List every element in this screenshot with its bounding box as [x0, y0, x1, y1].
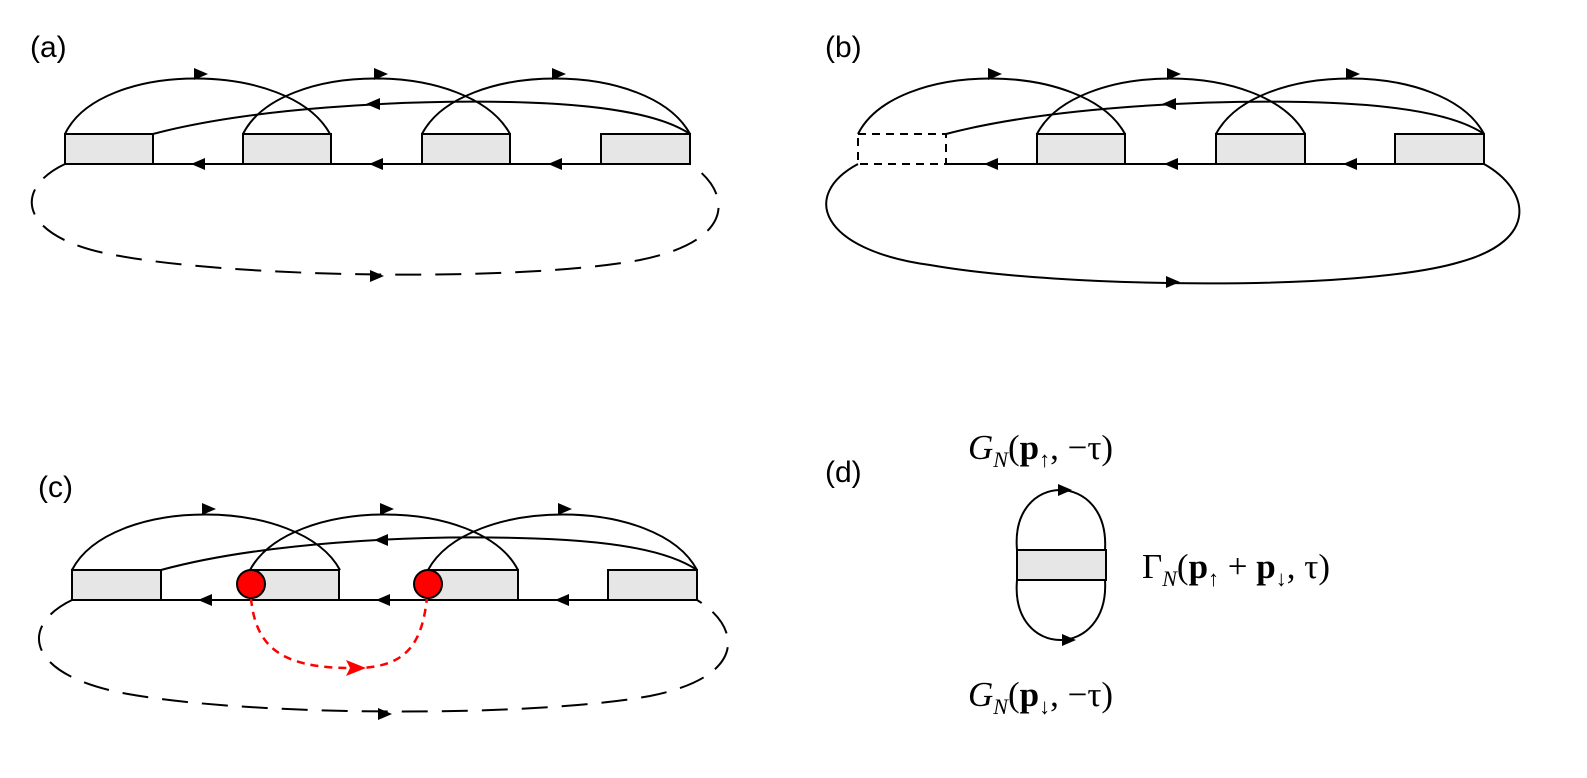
- panel-a-return-arc: [152, 100, 691, 135]
- panel-c-dashed-loop: [38, 599, 729, 713]
- vertex-momentum1: p: [1189, 547, 1208, 586]
- panel-b-arrow-left-2: [1164, 158, 1178, 170]
- panel-a-arrow-bottom: [370, 270, 384, 282]
- vertex-symbol: Γ: [1142, 547, 1162, 586]
- panel-d-top-propagator: GN(p↑, −τ): [968, 428, 1113, 472]
- panel-b: (b): [825, 31, 1521, 288]
- panel-d-label: (d): [825, 456, 862, 489]
- top-propagator-symbol: G: [968, 428, 993, 467]
- panel-c-arc-3: [427, 513, 698, 571]
- panel-c-box-3: [427, 569, 519, 601]
- bottom-propagator-momentum: p: [1020, 675, 1039, 714]
- panel-c-red-vertex-1: [236, 569, 266, 599]
- panel-c-box-1: [71, 569, 162, 601]
- panel-b-box-2: [1036, 133, 1126, 165]
- bottom-propagator-momentum-sub: ↓: [1039, 694, 1050, 719]
- panel-d-vertex-box: [1016, 549, 1107, 581]
- panel-d-arrow-top: [1058, 484, 1072, 496]
- panel-b-arc-3: [1215, 77, 1485, 135]
- top-propagator-subscript: N: [992, 447, 1009, 472]
- vertex-subscript: N: [1161, 566, 1178, 591]
- panel-c-label: (c): [38, 471, 73, 504]
- panel-c-arrow-left-3: [555, 594, 569, 606]
- panel-c: (c): [38, 471, 729, 720]
- panel-c-red-arrow: [346, 660, 366, 676]
- panel-b-arc-2: [1036, 77, 1306, 135]
- panel-a-arc-3: [421, 77, 691, 135]
- panel-c-arrow-left-top: [374, 534, 388, 546]
- vertex-momentum2: p: [1256, 547, 1275, 586]
- panel-c-return-arc: [160, 536, 698, 571]
- bottom-propagator-open: (: [1008, 675, 1020, 714]
- panel-b-box-3: [1215, 133, 1306, 165]
- panel-c-arc-1: [71, 513, 341, 571]
- panel-a-label: (a): [30, 31, 67, 64]
- panel-b-arc-1: [857, 77, 1126, 135]
- panel-c-arrow-left-2: [376, 594, 390, 606]
- panel-a-dashed-loop: [30, 163, 720, 276]
- panel-c-arrow-bottom: [378, 708, 392, 720]
- panel-d-vertex-label: ΓN(p↑ + p↓, τ): [1142, 547, 1330, 591]
- panel-b-return-arc: [945, 100, 1485, 135]
- top-propagator-momentum: p: [1020, 428, 1039, 467]
- panel-b-box-dashed: [857, 133, 947, 165]
- panel-b-solid-loop: [825, 163, 1521, 285]
- panel-a-arrow-left-top: [366, 98, 380, 110]
- panel-a-arrow-left-2: [369, 158, 383, 170]
- vertex-rest: , τ): [1287, 547, 1330, 586]
- panel-a-box-2: [242, 133, 332, 165]
- panel-d-bottom-propagator: GN(p↓, −τ): [968, 675, 1113, 719]
- panel-a-arrow-right-3: [552, 68, 566, 80]
- bottom-propagator-rest: , −τ): [1050, 675, 1113, 714]
- panel-c-arc-2: [249, 513, 519, 571]
- panel-c-arrow-right-3: [558, 503, 572, 515]
- panel-c-red-vertex-2: [413, 569, 443, 599]
- panel-c-arrow-right-1: [202, 503, 216, 515]
- panel-b-arrow-left-1: [984, 158, 998, 170]
- panel-b-arrow-bottom: [1166, 276, 1180, 288]
- top-propagator-rest: , −τ): [1050, 428, 1113, 467]
- panel-d-upper-loop: [1015, 489, 1107, 551]
- top-propagator-open: (: [1008, 428, 1020, 467]
- panel-b-label: (b): [825, 31, 862, 64]
- panel-d-arrow-bottom: [1062, 634, 1076, 646]
- panel-d: (d) GN(p↑, −τ) ΓN(p↑ + p↓, τ) GN(p↓, −τ): [825, 428, 1330, 719]
- panel-a-arc-1: [64, 77, 331, 135]
- panel-b-arrow-left-3: [1343, 158, 1357, 170]
- panel-c-arrow-right-2: [380, 503, 394, 515]
- panel-b-arrow-left-top: [1162, 98, 1176, 110]
- panel-c-box-4: [607, 569, 698, 601]
- panel-a-arrow-right-2: [374, 68, 388, 80]
- panel-a-box-4: [600, 133, 691, 165]
- bottom-propagator-symbol: G: [968, 675, 993, 714]
- panel-b-arrow-right-1: [988, 68, 1002, 80]
- panel-b-box-4: [1394, 133, 1485, 165]
- panel-a-box-3: [421, 133, 511, 165]
- vertex-open: (: [1177, 547, 1189, 586]
- panel-b-arrow-right-3: [1346, 68, 1360, 80]
- vertex-momentum1-sub: ↑: [1208, 566, 1219, 591]
- panel-a-box-1: [64, 133, 154, 165]
- panel-a-arrow-right-1: [194, 68, 208, 80]
- panel-b-arrow-right-2: [1167, 68, 1181, 80]
- vertex-plus: +: [1219, 547, 1256, 586]
- panel-a: (a): [30, 31, 720, 282]
- top-propagator-momentum-sub: ↑: [1039, 447, 1050, 472]
- panel-c-arrow-left-1: [198, 594, 212, 606]
- bottom-propagator-subscript: N: [992, 694, 1009, 719]
- panel-a-arrow-left-1: [191, 158, 205, 170]
- vertex-momentum2-sub: ↓: [1276, 566, 1287, 591]
- panel-a-arrow-left-3: [548, 158, 562, 170]
- panel-d-lower-loop: [1015, 579, 1107, 641]
